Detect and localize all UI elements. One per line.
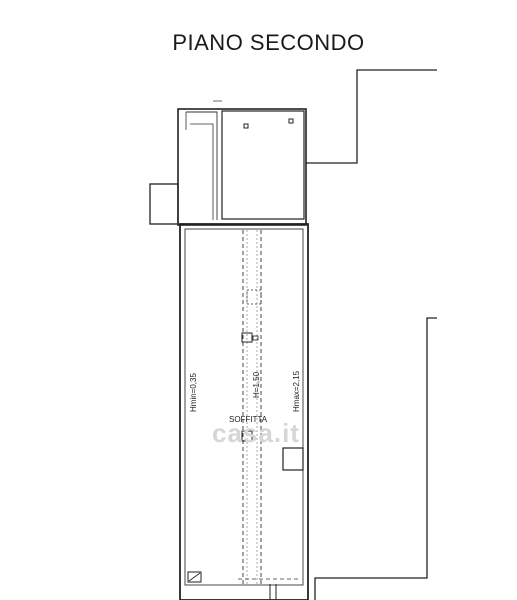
watermark: casa.it [212, 418, 300, 448]
neighbor-outline-bottom [314, 317, 437, 600]
plan-title: PIANO SECONDO [172, 30, 365, 55]
ridge-marker-top [246, 289, 262, 305]
corner-fixture [187, 571, 202, 583]
ridge-marker-chimney [241, 332, 253, 343]
attic-room-inner [184, 228, 304, 586]
height-min-label: Hmin=0,35 [189, 373, 198, 412]
height-mid-label: H=1,50 [252, 371, 261, 398]
room-label: SOFFITTA [229, 415, 268, 424]
stair-wall-inner [190, 123, 214, 220]
side-annex [149, 183, 179, 225]
attic-room-outer [179, 223, 309, 600]
stair-wall [186, 111, 218, 220]
upper-block-outer [177, 108, 307, 226]
upper-block-inner [221, 110, 305, 220]
upper-block-marker-right [288, 118, 294, 124]
ridge-marker-lower [241, 430, 253, 442]
upper-block-marker [243, 123, 249, 129]
neighbor-outline-top [306, 69, 437, 164]
height-max-label: Hmax=2,15 [292, 370, 301, 412]
wall-opening [282, 447, 304, 471]
